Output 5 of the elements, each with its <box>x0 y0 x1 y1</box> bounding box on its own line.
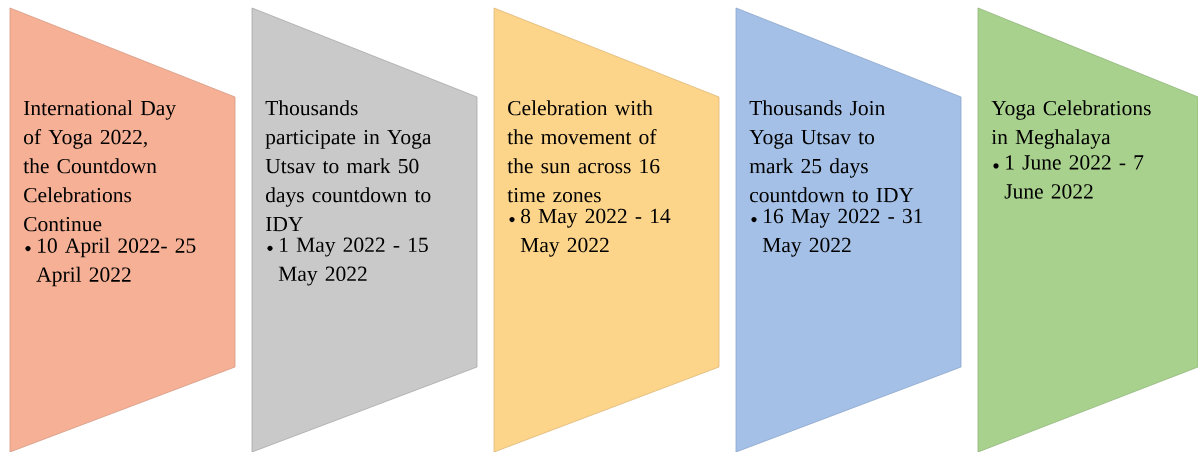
chevron-box: Celebration with the movement of the sun across 16 time zones 8 May 2022 - 14 May 2022 <box>493 7 720 452</box>
chevron-box: International Day of Yoga 2022, the Countdown Celebrations Continue 10 April 2022- 25 April 2022 <box>9 7 236 452</box>
chevron-box: Yoga Celebrations in Meghalaya 1 June 2022 - 7 June 2022 <box>977 7 1198 452</box>
chevron-box: Thousands Join Yoga Utsav to mark 25 days countdown to IDY 16 May 2022 - 31 May 2022 <box>735 7 962 452</box>
chevron-box: Thousands participate in Yoga Utsav to mark 50 days countdown to IDY 1 May 2022 - 15 May 2022 <box>251 7 478 452</box>
